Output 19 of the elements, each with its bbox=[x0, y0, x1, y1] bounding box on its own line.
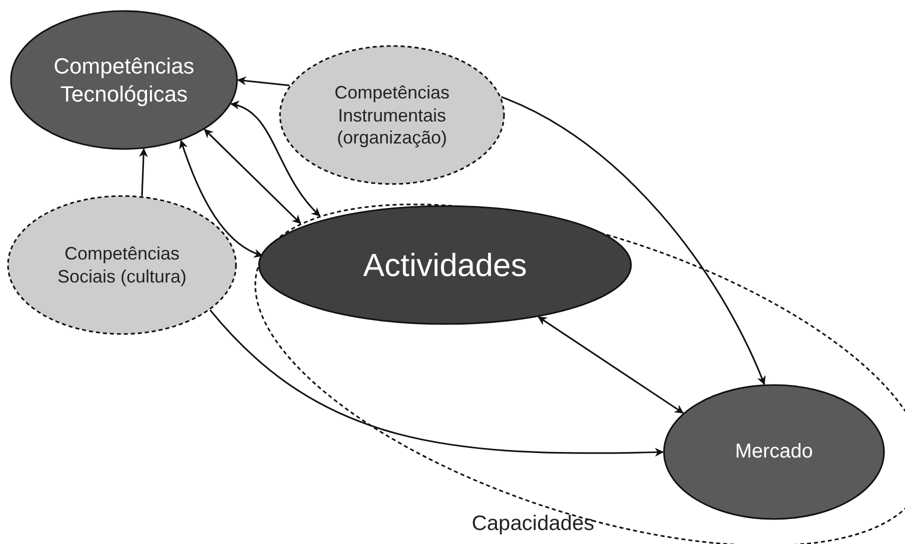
ellipse-node bbox=[10, 10, 238, 150]
arrow bbox=[204, 128, 302, 224]
ellipse-node bbox=[258, 205, 632, 325]
node-label: Capacidades bbox=[470, 511, 596, 537]
node-label: Mercado bbox=[734, 440, 814, 464]
node-label: Actividades bbox=[362, 246, 528, 285]
arrow bbox=[500, 96, 766, 386]
node-label: Competências Instrumentais (organização) bbox=[333, 81, 451, 149]
arrow bbox=[230, 102, 320, 216]
node-label: Competências Sociais (cultura) bbox=[56, 242, 188, 288]
node-label: Competências Tecnológicas bbox=[52, 52, 196, 108]
arrow bbox=[210, 309, 664, 457]
dashed-ellipse-node bbox=[279, 45, 505, 185]
arrow bbox=[179, 140, 263, 258]
dashed-ellipse-node bbox=[7, 195, 237, 335]
arrow bbox=[538, 316, 684, 414]
arrow bbox=[237, 76, 290, 86]
arrow bbox=[138, 148, 148, 196]
ellipse-node bbox=[663, 384, 885, 520]
